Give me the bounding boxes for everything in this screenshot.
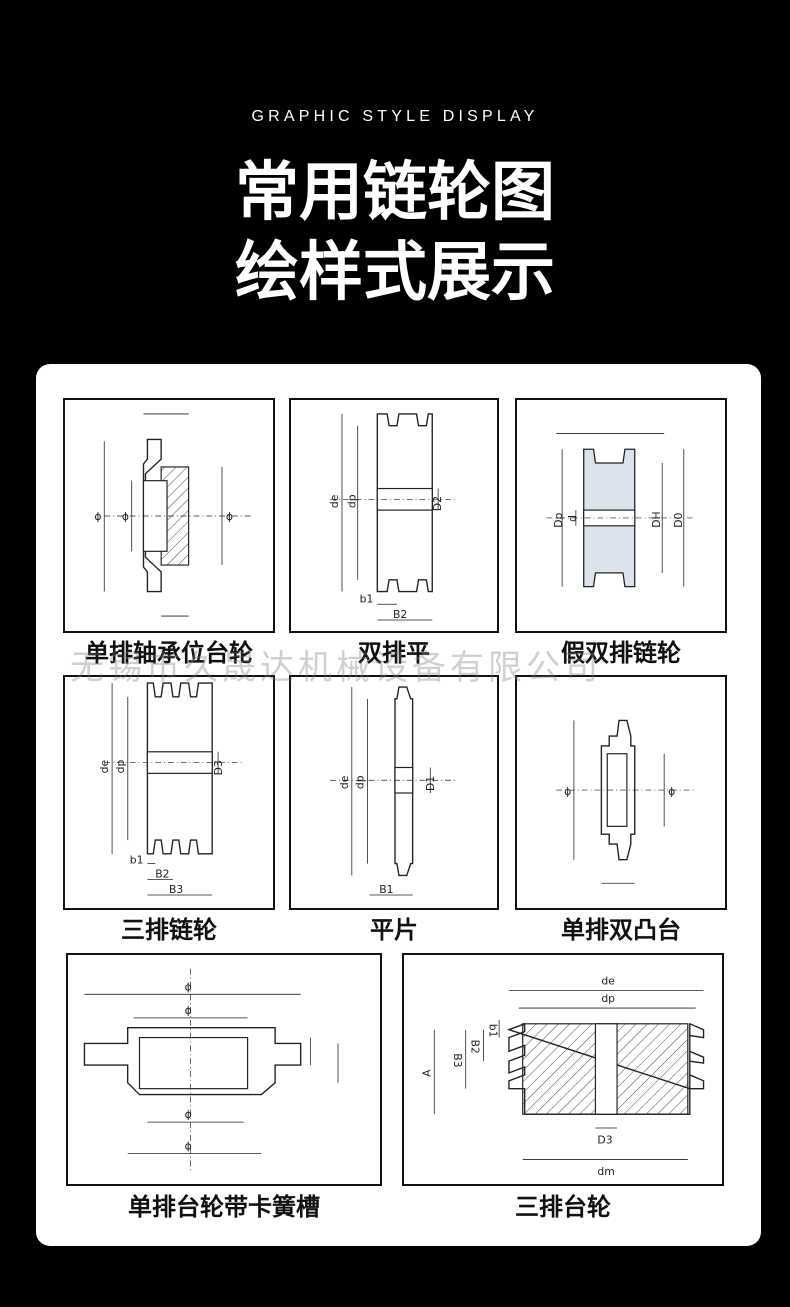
page-subtitle: GRAPHIC STYLE DISPLAY <box>251 108 539 125</box>
dimension-label: ϕ <box>185 1108 192 1121</box>
dimension-label: ϕ <box>185 980 192 993</box>
dimension-label: b1 <box>360 592 374 605</box>
diagram-panel-triple: de dp D3 b1 B2 B3 <box>63 675 275 910</box>
dimension-label: B1 <box>379 883 393 896</box>
dimension-label: B2 <box>469 1040 482 1054</box>
diagram-panel-bearing-hub: ϕ ϕ ϕ <box>63 398 275 633</box>
panel-label: 三排台轮 <box>515 1193 611 1221</box>
dimension-label: D3 <box>597 1134 612 1147</box>
dimension-label: ϕ <box>122 510 129 523</box>
dimension-label: ϕ <box>226 510 233 523</box>
dimension-label: D0 <box>672 512 685 527</box>
dimension-label: D3 <box>212 760 225 775</box>
diagram-panel-double-flat: de dp D2 b1 B2 <box>289 398 499 633</box>
dimension-label: b1 <box>130 854 144 867</box>
panel-label: 双排平 <box>358 639 430 667</box>
dimension-label: d <box>566 515 579 522</box>
dimension-label: ϕ <box>185 1140 192 1153</box>
dimension-label: dp <box>114 760 127 774</box>
panel-label: 平片 <box>370 916 418 944</box>
dimension-label: ϕ <box>564 785 571 798</box>
company-watermark: 无锡市久晟达机械设备有限公司 <box>70 648 602 688</box>
dimension-label: de <box>338 775 351 789</box>
diagram-panel-triple-hub: de dp b1 B2 B3 A D3 dm <box>402 953 724 1186</box>
page-title-line-1: 常用链轮图 <box>235 156 555 230</box>
dimension-label: dp <box>346 494 359 508</box>
diagram-panel-flat-plate: de dp D1 B1 <box>289 675 499 910</box>
page-title-line-2: 绘样式展示 <box>235 236 555 310</box>
dimension-label: ϕ <box>668 785 675 798</box>
dimension-label: A <box>420 1069 433 1077</box>
dimension-label: DH <box>650 511 663 527</box>
panel-label: 单排轴承位台轮 <box>85 639 253 667</box>
dimension-label: dm <box>597 1165 614 1178</box>
dimension-label: D2 <box>431 496 444 511</box>
panel-label: 三排链轮 <box>121 916 217 944</box>
dimension-label: dp <box>601 992 615 1005</box>
diagram-panel-double-boss: ϕ ϕ <box>515 675 727 910</box>
dimension-label: B3 <box>451 1053 464 1067</box>
dimension-label: ϕ <box>185 1004 192 1017</box>
dimension-label: de <box>601 974 615 987</box>
panel-label: 单排双凸台 <box>561 916 681 944</box>
dimension-label: Dp <box>552 512 565 527</box>
dimension-label: de <box>328 494 341 508</box>
dimension-label: B3 <box>169 883 183 896</box>
dimension-label: de <box>98 760 111 774</box>
dimension-label: B2 <box>155 867 169 880</box>
dimension-label: b1 <box>486 1024 499 1038</box>
panel-label: 假双排链轮 <box>561 639 681 667</box>
diagram-panel-hub-snap-ring: ϕ ϕ ϕ ϕ <box>66 953 382 1186</box>
dimension-label: B2 <box>393 608 407 621</box>
diagram-panel-fake-double: Dp d DH D0 <box>515 398 727 633</box>
panel-label: 单排台轮带卡簧槽 <box>128 1193 320 1221</box>
dimension-label: D1 <box>424 776 437 791</box>
dimension-label: ϕ <box>94 510 101 523</box>
dimension-label: dp <box>354 775 367 789</box>
